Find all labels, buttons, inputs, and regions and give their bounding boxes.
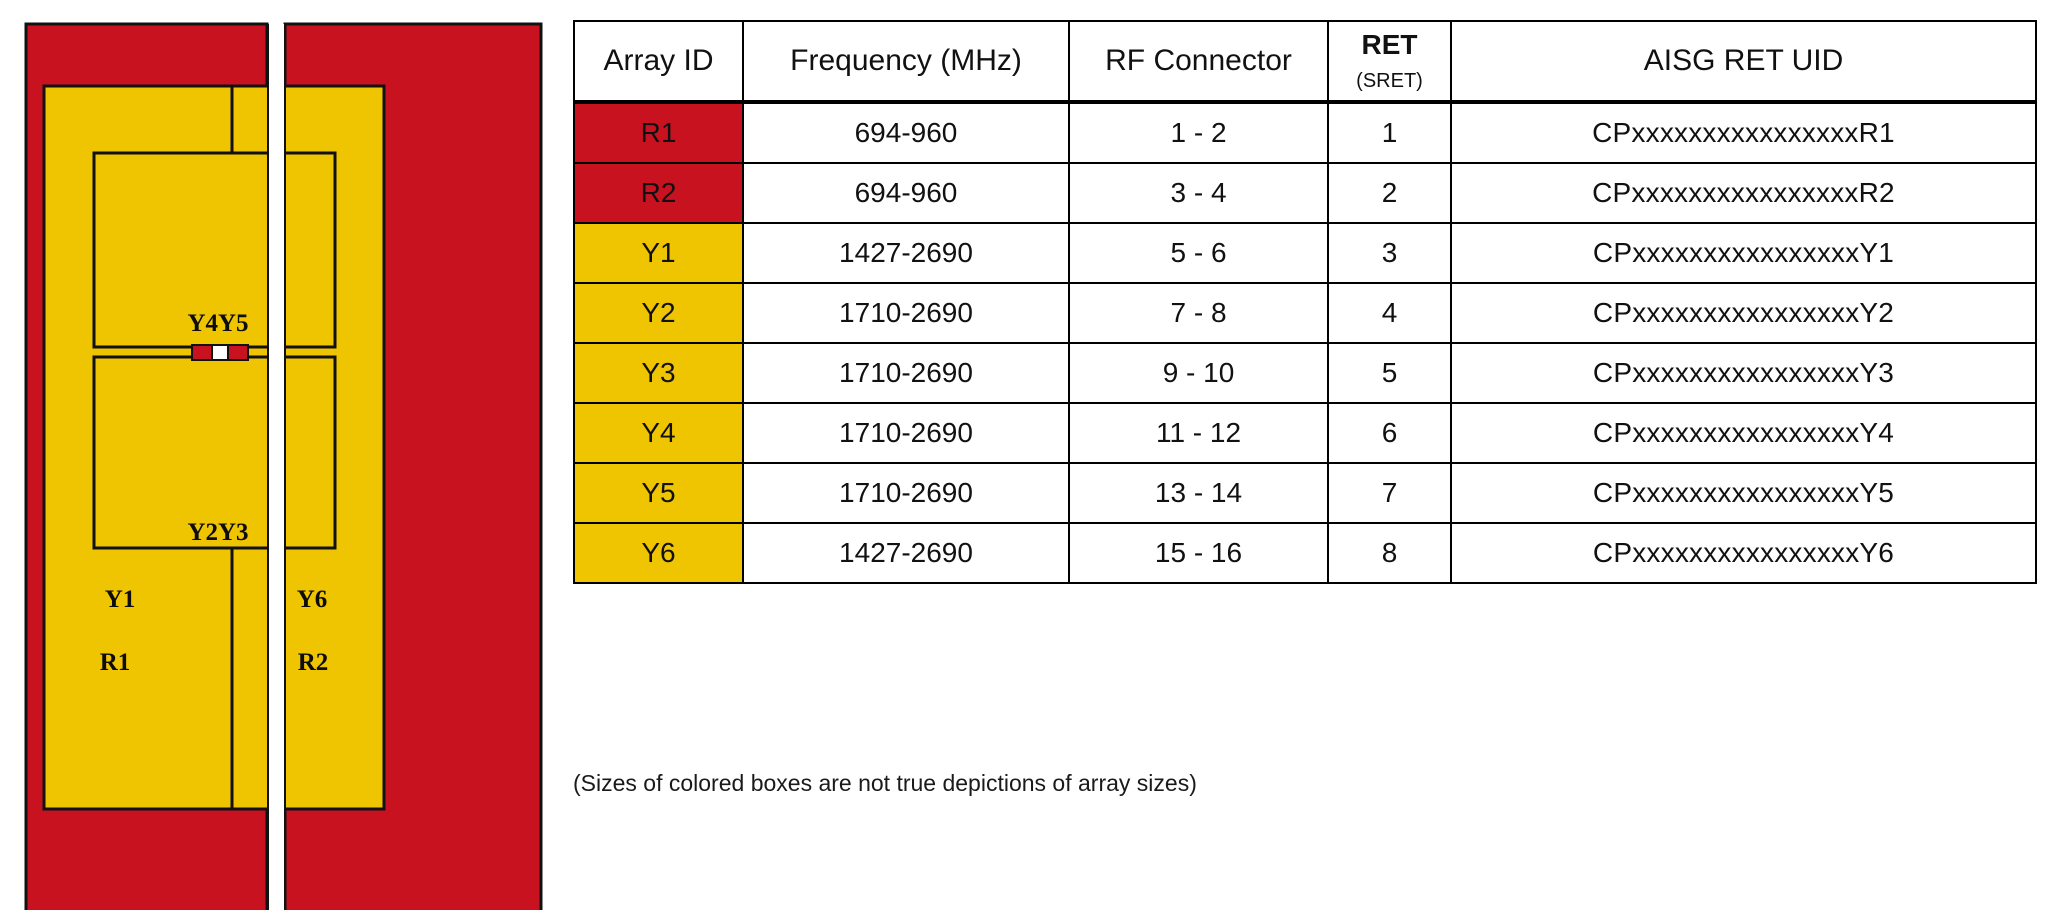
label-y4y5: Y4Y5 xyxy=(187,310,248,337)
center-gap xyxy=(268,24,284,910)
cell-frequency: 1710-2690 xyxy=(742,462,1070,524)
table-header-row: Array ID Frequency (MHz) RF Connector RE… xyxy=(573,20,2037,104)
cell-rf-connector: 7 - 8 xyxy=(1068,282,1329,344)
cell-array-id: Y1 xyxy=(573,222,744,284)
cell-aisg-ret-uid: CPxxxxxxxxxxxxxxxxR1 xyxy=(1450,101,2037,164)
ret-table-panel: Array ID Frequency (MHz) RF Connector RE… xyxy=(573,20,2037,584)
cell-array-id: Y3 xyxy=(573,342,744,404)
cell-ret: 3 xyxy=(1327,222,1452,284)
notch-white-center-overlay xyxy=(211,344,229,361)
cell-array-id: Y6 xyxy=(573,522,744,584)
cell-ret: 6 xyxy=(1327,402,1452,464)
cell-array-id: Y4 xyxy=(573,402,744,464)
cell-rf-connector: 1 - 2 xyxy=(1068,101,1329,164)
cell-frequency: 694-960 xyxy=(742,101,1070,164)
label-y6: Y6 xyxy=(297,586,328,613)
yellow-block-lower xyxy=(92,355,337,550)
cell-array-id: R2 xyxy=(573,162,744,224)
label-y2y3: Y2Y3 xyxy=(187,519,248,546)
cell-ret: 4 xyxy=(1327,282,1452,344)
cell-frequency: 1710-2690 xyxy=(742,402,1070,464)
center-gap-edge-right xyxy=(284,24,286,910)
column-header-ret-sub: (SRET) xyxy=(1356,70,1423,93)
cell-ret: 7 xyxy=(1327,462,1452,524)
cell-aisg-ret-uid: CPxxxxxxxxxxxxxxxxY4 xyxy=(1450,402,2037,464)
cell-aisg-ret-uid: CPxxxxxxxxxxxxxxxxY6 xyxy=(1450,522,2037,584)
notch-red-left xyxy=(191,344,213,361)
cell-ret: 5 xyxy=(1327,342,1452,404)
column-header-array-id: Array ID xyxy=(573,20,744,104)
column-header-ret: RET (SRET) xyxy=(1327,20,1452,104)
cell-rf-connector: 9 - 10 xyxy=(1068,342,1329,404)
center-gap-edge-left xyxy=(267,24,269,910)
cell-aisg-ret-uid: CPxxxxxxxxxxxxxxxxY5 xyxy=(1450,462,2037,524)
cell-aisg-ret-uid: CPxxxxxxxxxxxxxxxxY2 xyxy=(1450,282,2037,344)
cell-frequency: 1710-2690 xyxy=(742,342,1070,404)
column-header-frequency: Frequency (MHz) xyxy=(742,20,1070,104)
label-y1: Y1 xyxy=(105,586,136,613)
label-r2: R2 xyxy=(298,649,329,676)
cell-array-id: R1 xyxy=(573,101,744,164)
cell-aisg-ret-uid: CPxxxxxxxxxxxxxxxxY3 xyxy=(1450,342,2037,404)
cell-ret: 8 xyxy=(1327,522,1452,584)
column-header-aisg-ret-uid: AISG RET UID xyxy=(1450,20,2037,104)
cell-frequency: 1427-2690 xyxy=(742,222,1070,284)
column-header-rf-connector: RF Connector xyxy=(1068,20,1329,104)
cell-rf-connector: 3 - 4 xyxy=(1068,162,1329,224)
footnote-text: (Sizes of colored boxes are not true dep… xyxy=(573,770,1197,796)
cell-rf-connector: 5 - 6 xyxy=(1068,222,1329,284)
cell-rf-connector: 15 - 16 xyxy=(1068,522,1329,584)
cell-aisg-ret-uid: CPxxxxxxxxxxxxxxxxY1 xyxy=(1450,222,2037,284)
label-r1: R1 xyxy=(100,649,131,676)
cell-array-id: Y5 xyxy=(573,462,744,524)
cell-frequency: 694-960 xyxy=(742,162,1070,224)
yellow-block-upper xyxy=(92,151,337,349)
antenna-array-diagram: Y4Y5 Y2Y3 Y1 Y6 R1 R2 xyxy=(0,0,560,910)
cell-ret: 1 xyxy=(1327,101,1452,164)
cell-frequency: 1427-2690 xyxy=(742,522,1070,584)
cell-ret: 2 xyxy=(1327,162,1452,224)
column-header-ret-main: RET xyxy=(1361,28,1418,60)
cell-rf-connector: 13 - 14 xyxy=(1068,462,1329,524)
cell-aisg-ret-uid: CPxxxxxxxxxxxxxxxxR2 xyxy=(1450,162,2037,224)
ret-table: Array ID Frequency (MHz) RF Connector RE… xyxy=(573,20,2037,584)
cell-array-id: Y2 xyxy=(573,282,744,344)
cell-frequency: 1710-2690 xyxy=(742,282,1070,344)
cell-rf-connector: 11 - 12 xyxy=(1068,402,1329,464)
notch-red-right xyxy=(227,344,249,361)
